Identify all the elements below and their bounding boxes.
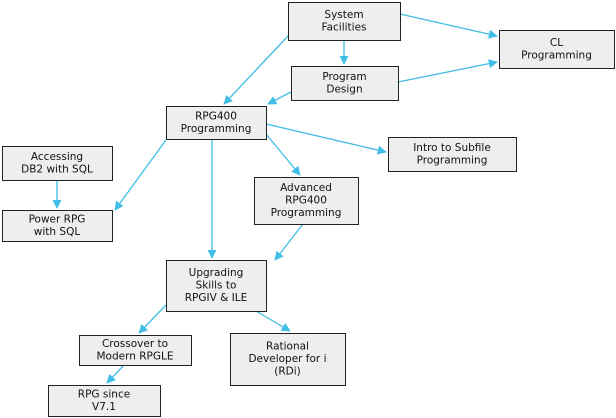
node-label-line: Modern RPGLE: [97, 350, 174, 362]
node-box: [166, 260, 267, 312]
arrow-advanced-rpg400-to-upgrading-skills: [274, 223, 304, 261]
node-label-line: with SQL: [34, 226, 81, 238]
node-label-line: Programming: [417, 154, 488, 166]
node-label-line: System: [324, 9, 363, 21]
node-label-line: Program: [322, 71, 366, 83]
node-box: [288, 2, 401, 41]
node-label-line: V7.1: [92, 401, 116, 413]
arrow-system-facilities-to-cl-programming: [399, 13, 498, 39]
node-box: [499, 30, 615, 69]
node-label-line: Design: [326, 83, 362, 95]
node-label-line: Programming: [181, 123, 252, 135]
node-label-line: Rational: [266, 341, 309, 353]
node-label-line: CL: [550, 37, 563, 49]
node-label-line: Skills to: [196, 280, 237, 292]
node-label-line: Developer for i: [248, 353, 326, 365]
node-label-line: Advanced: [280, 182, 332, 194]
node-box: [291, 66, 399, 101]
node-box: [79, 335, 192, 366]
node-box: [2, 146, 113, 181]
node-label-line: Crossover to: [102, 338, 168, 350]
arrow-upgrading-skills-to-rational-developer: [255, 310, 291, 332]
arrow-rpg400-programming-to-intro-subfile: [265, 123, 387, 155]
node-label-line: Facilities: [322, 21, 367, 33]
node-label-line: RPGIV & ILE: [185, 292, 248, 304]
node-label-line: RPG since: [78, 388, 130, 400]
node-label-line: RPG400: [195, 110, 237, 122]
node-label-line: Programming: [521, 49, 592, 61]
node-label-line: Programming: [271, 207, 342, 219]
arrow-rpg400-programming-to-power-rpg-sql: [114, 139, 167, 211]
node-label-line: Power RPG: [29, 213, 86, 225]
arrow-rpg400-programming-to-advanced-rpg400: [265, 133, 301, 176]
node-box: [2, 210, 113, 242]
node-label-line: Intro to Subfile: [413, 142, 491, 154]
node-box: [48, 385, 161, 417]
node-box: [254, 177, 359, 225]
node-label-line: DB2 with SQL: [21, 163, 93, 175]
node-box: [388, 137, 517, 172]
node-label-line: (RDi): [274, 366, 301, 378]
node-box: [166, 106, 267, 140]
node-label-line: Upgrading: [189, 267, 244, 279]
arrow-system-facilities-to-rpg400-programming: [223, 35, 289, 105]
node-label-line: Accessing: [31, 151, 83, 163]
arrow-upgrading-skills-to-crossover-rpgle: [138, 304, 167, 334]
arrow-crossover-rpgle-to-rpg-since-v71: [106, 364, 125, 384]
arrow-program-design-to-cl-programming: [397, 59, 498, 83]
node-box: [230, 333, 346, 386]
arrow-program-design-to-rpg400-programming: [267, 91, 292, 105]
edges-layer: [52, 13, 498, 384]
node-label-line: RPG400: [285, 195, 327, 207]
